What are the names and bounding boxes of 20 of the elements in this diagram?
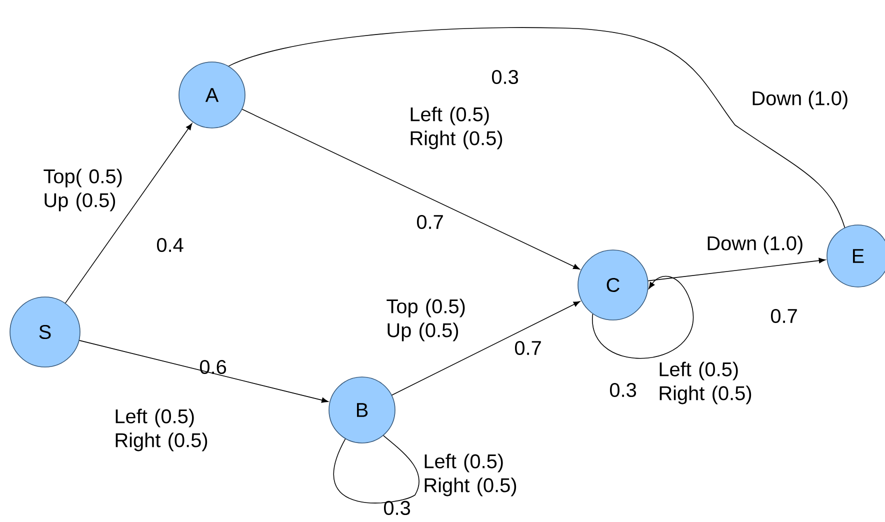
probability-label: 0.6 — [200, 360, 226, 374]
probability-label: Top( 0.5) Up (0.5) — [44, 168, 122, 212]
arrow — [242, 108, 580, 270]
arrow — [648, 258, 826, 282]
probability-label: 0.7 — [514, 340, 541, 356]
probability-label: Left (0.5) Right (0.5) — [410, 106, 502, 150]
arrow — [65, 123, 192, 304]
probability-label: 0.3 — [492, 70, 518, 84]
connector-line — [333, 435, 420, 504]
probability-label: 0.3 — [384, 500, 410, 516]
probability-label: 0.3 — [610, 382, 636, 398]
arrow — [78, 340, 328, 403]
connector-line — [228, 27, 846, 228]
probability-label: 0.7 — [770, 308, 797, 324]
arrow — [392, 301, 580, 396]
probability-label: 0.7 — [416, 214, 443, 230]
probability-label: Down (1.0) — [752, 90, 848, 110]
probability-label: Left (0.5) Right (0.5) — [424, 454, 516, 496]
arrow — [592, 276, 694, 358]
probability-label: 0.4 — [156, 238, 184, 252]
